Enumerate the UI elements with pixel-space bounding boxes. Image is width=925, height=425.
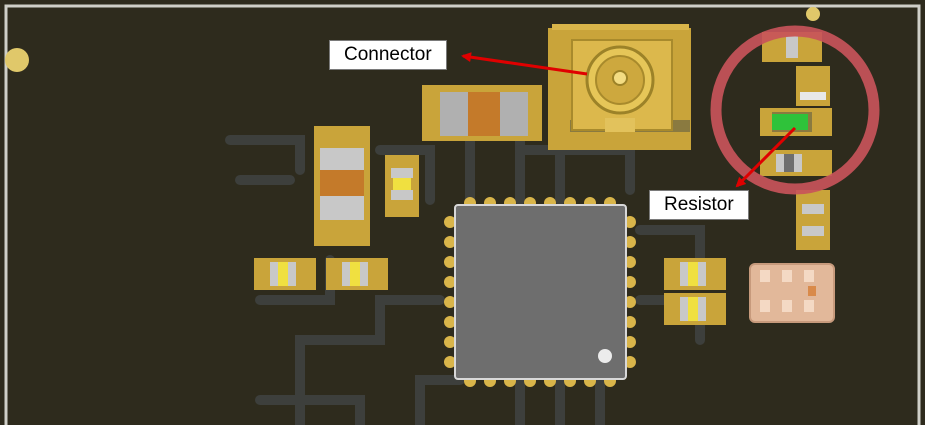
rf-connector-icon	[548, 24, 691, 150]
mounting-hole	[5, 48, 29, 72]
resistor-arrow	[735, 126, 797, 188]
board-outline	[4, 4, 921, 425]
small-capacitor	[385, 155, 419, 217]
qfn-chip-icon	[444, 197, 636, 387]
pin1-marker	[598, 349, 612, 363]
connector-arrow	[461, 52, 588, 76]
filter-component	[749, 263, 835, 323]
inductor-component	[422, 85, 542, 141]
connector-label: Connector	[329, 40, 447, 70]
passive-row-left	[254, 258, 388, 290]
passive-pair-right	[664, 258, 726, 325]
capacitor-component	[314, 126, 370, 246]
via-pad	[806, 7, 820, 21]
highlight-circle	[710, 25, 880, 195]
resistor-label: Resistor	[649, 190, 749, 220]
resistor-component	[772, 114, 808, 130]
